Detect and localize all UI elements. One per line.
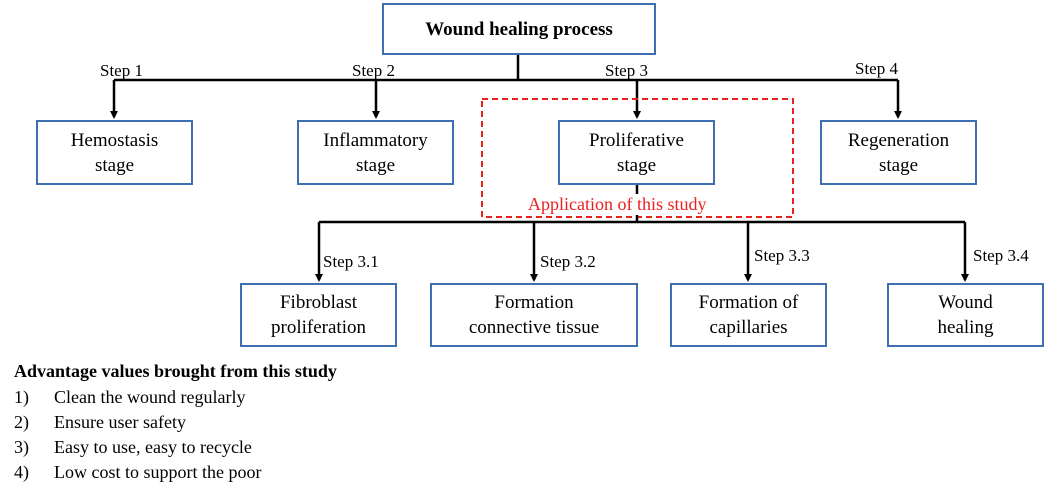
application-label: Application of this study [527, 194, 708, 215]
step-3-2-label: Step 3.2 [540, 252, 596, 271]
step-1-label: Step 1 [100, 61, 143, 80]
advantage-text: Ensure user safety [54, 412, 186, 432]
fibroblast-proliferation-node: Fibroblast proliferation [240, 283, 397, 347]
inflammatory-stage-node: Inflammatory stage [297, 120, 454, 185]
advantage-item: 2) Ensure user safety [14, 410, 261, 435]
formation-connective-tissue-node: Formation connective tissue [430, 283, 638, 347]
step-3-4-label: Step 3.4 [973, 246, 1029, 265]
advantage-text: Low cost to support the poor [54, 462, 262, 482]
advantage-item: 4) Low cost to support the poor [14, 460, 261, 485]
advantage-number: 1) [14, 387, 29, 407]
step-3-1-label: Step 3.1 [323, 252, 379, 271]
advantage-number: 4) [14, 462, 29, 482]
advantage-number: 3) [14, 437, 29, 457]
hemostasis-stage-node: Hemostasis stage [36, 120, 193, 185]
wound-healing-node: Wound healing [887, 283, 1044, 347]
advantage-item: 3) Easy to use, easy to recycle [14, 435, 261, 460]
advantage-number: 2) [14, 412, 29, 432]
formation-of-capillaries-node: Formation of capillaries [670, 283, 827, 347]
advantage-text: Clean the wound regularly [54, 387, 246, 407]
advantage-item: 1) Clean the wound regularly [14, 385, 261, 410]
step-3-label: Step 3 [605, 61, 648, 80]
advantages-list: 1) Clean the wound regularly 2) Ensure u… [14, 385, 261, 485]
proliferative-stage-node: Proliferative stage [558, 120, 715, 185]
step-2-label: Step 2 [352, 61, 395, 80]
step-4-label: Step 4 [855, 59, 898, 78]
advantages-title: Advantage values brought from this study [14, 361, 337, 381]
regeneration-stage-node: Regeneration stage [820, 120, 977, 185]
advantage-text: Easy to use, easy to recycle [54, 437, 252, 457]
root-node: Wound healing process [382, 3, 656, 55]
step-3-3-label: Step 3.3 [754, 246, 810, 265]
